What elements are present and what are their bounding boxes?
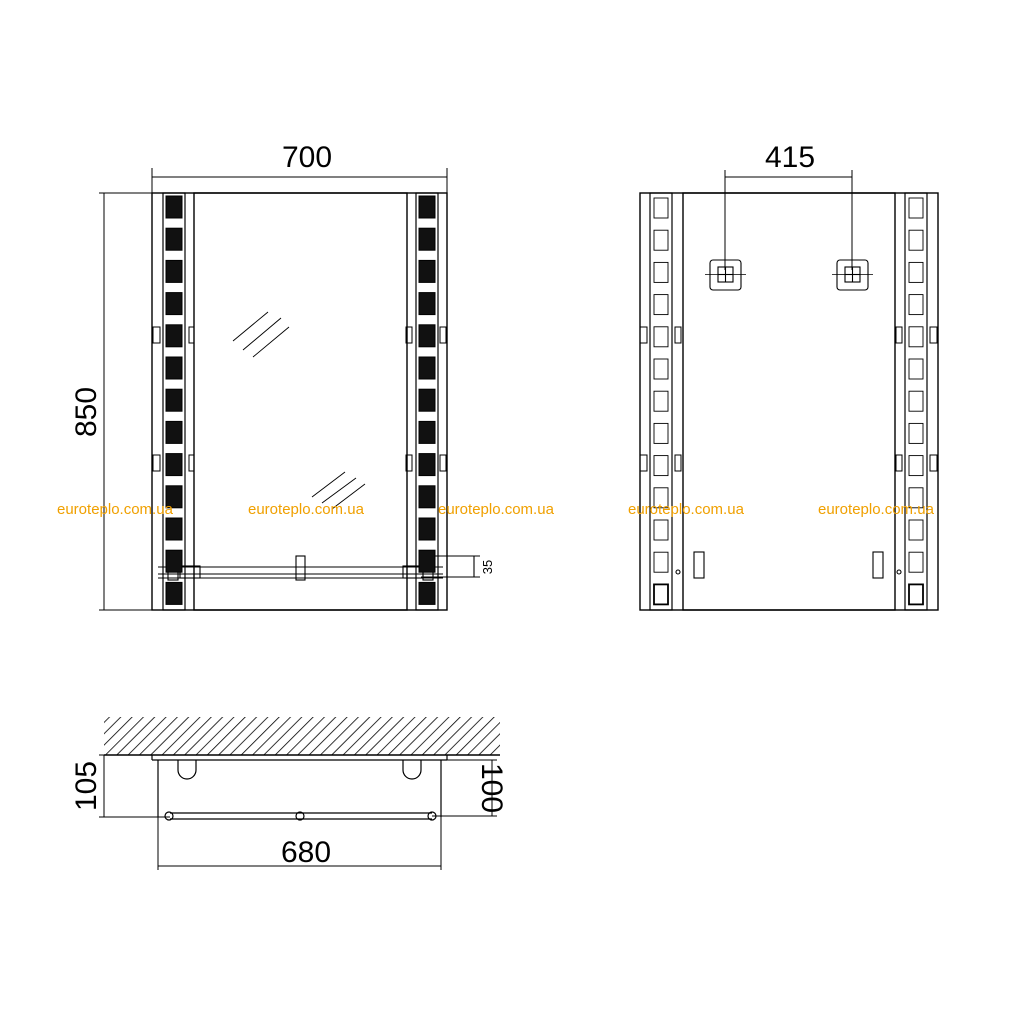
decor-square bbox=[165, 356, 183, 380]
watermark-1: euroteplo.com.ua bbox=[57, 501, 173, 518]
decor-square bbox=[165, 259, 183, 283]
decor-square bbox=[653, 261, 669, 283]
shelf-offset-label: 35 bbox=[480, 560, 495, 574]
decor-square bbox=[653, 487, 669, 509]
decor-square bbox=[653, 326, 669, 348]
decor-square bbox=[653, 294, 669, 316]
mounting-clips bbox=[152, 326, 447, 472]
decor-square bbox=[653, 519, 669, 541]
decor-square bbox=[165, 195, 183, 219]
decor-square bbox=[165, 485, 183, 509]
decor-square bbox=[418, 388, 436, 412]
glass-reflection-marks bbox=[232, 311, 366, 510]
decor-square bbox=[653, 229, 669, 251]
decor-square bbox=[908, 326, 924, 348]
right-frame-column bbox=[415, 192, 439, 611]
mirror-outline bbox=[151, 192, 448, 611]
shelf-width-label: 680 bbox=[281, 836, 331, 869]
height-label: 850 bbox=[70, 387, 103, 437]
decor-square bbox=[653, 455, 669, 477]
decor-square bbox=[908, 519, 924, 541]
decor-square bbox=[908, 294, 924, 316]
decor-square bbox=[418, 517, 436, 541]
decor-square bbox=[908, 358, 924, 380]
decor-square bbox=[418, 549, 436, 573]
decor-square bbox=[908, 422, 924, 444]
watermark-2: euroteplo.com.ua bbox=[248, 501, 364, 518]
decor-square bbox=[165, 227, 183, 251]
decor-square bbox=[418, 324, 436, 348]
decor-square bbox=[418, 581, 436, 605]
mount-spacing-dimension bbox=[724, 170, 853, 270]
decor-square bbox=[165, 324, 183, 348]
decor-square bbox=[908, 551, 924, 573]
decor-square bbox=[908, 455, 924, 477]
back-frame-squares bbox=[653, 197, 924, 606]
decor-square bbox=[165, 549, 183, 573]
decor-square bbox=[653, 358, 669, 380]
decor-square bbox=[418, 292, 436, 316]
glass-panel bbox=[193, 192, 408, 611]
back-left-column bbox=[649, 192, 673, 611]
width-label: 700 bbox=[282, 141, 332, 174]
decor-square bbox=[418, 195, 436, 219]
decor-square bbox=[908, 229, 924, 251]
front-view: 700 850 bbox=[70, 141, 495, 611]
left-frame-column bbox=[162, 192, 186, 611]
wall-hatch bbox=[104, 717, 500, 755]
back-panel bbox=[682, 192, 896, 611]
decor-square bbox=[908, 197, 924, 219]
decor-square bbox=[418, 420, 436, 444]
decor-square bbox=[165, 420, 183, 444]
depth-shelf-label: 100 bbox=[475, 763, 508, 813]
back-switches bbox=[675, 551, 902, 579]
decor-square bbox=[653, 390, 669, 412]
hanger-bracket-right bbox=[832, 259, 873, 291]
decor-square bbox=[165, 388, 183, 412]
back-outline bbox=[639, 192, 939, 611]
decor-square bbox=[418, 259, 436, 283]
section-view: 105 100 680 bbox=[70, 717, 508, 870]
hanger-bracket-left bbox=[705, 259, 746, 291]
decor-square bbox=[653, 551, 669, 573]
watermark-4: euroteplo.com.ua bbox=[628, 501, 744, 518]
decor-square bbox=[418, 227, 436, 251]
back-mounting-clips bbox=[639, 326, 938, 472]
decor-square bbox=[165, 453, 183, 477]
decor-square bbox=[908, 390, 924, 412]
frame-decor-squares bbox=[165, 195, 436, 605]
width-dimension bbox=[151, 168, 448, 193]
decor-square bbox=[653, 197, 669, 219]
depth-wall-dimension bbox=[99, 754, 170, 818]
depth-wall-label: 105 bbox=[70, 761, 103, 811]
back-right-column bbox=[904, 192, 928, 611]
decor-square bbox=[165, 581, 183, 605]
decor-square bbox=[418, 453, 436, 477]
shelf-front bbox=[164, 811, 437, 821]
cabinet-body bbox=[151, 755, 448, 817]
depth-shelf-dimension bbox=[432, 759, 497, 817]
back-view: 415 bbox=[639, 141, 939, 611]
decor-square bbox=[418, 356, 436, 380]
watermark-3: euroteplo.com.ua bbox=[438, 501, 554, 518]
decor-square bbox=[908, 261, 924, 283]
decor-square bbox=[165, 292, 183, 316]
mount-spacing-label: 415 bbox=[765, 141, 815, 174]
watermark-5: euroteplo.com.ua bbox=[818, 501, 934, 518]
decor-square bbox=[653, 583, 669, 606]
decor-square bbox=[908, 487, 924, 509]
decor-square bbox=[653, 422, 669, 444]
decor-square bbox=[418, 485, 436, 509]
decor-square bbox=[165, 517, 183, 541]
shelf-width-dimension bbox=[157, 817, 442, 870]
decor-square bbox=[908, 583, 924, 606]
height-dimension bbox=[99, 192, 152, 611]
